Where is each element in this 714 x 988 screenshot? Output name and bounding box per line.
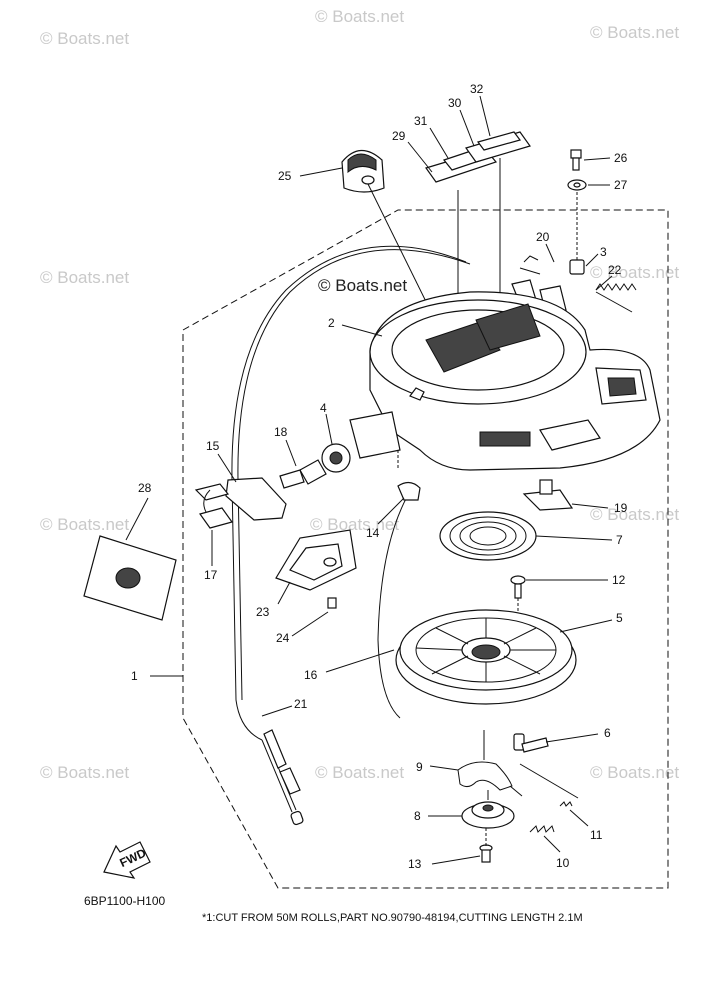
callout-12: 12 bbox=[612, 573, 626, 587]
callout-31: 31 bbox=[414, 114, 428, 128]
part-1-21-starter-cable bbox=[231, 245, 471, 826]
callout-21: 21 bbox=[294, 697, 308, 711]
part-6-pawl bbox=[513, 733, 549, 753]
diagram-code: 6BP1100-H100 bbox=[84, 894, 165, 908]
callout-24: 24 bbox=[276, 631, 290, 645]
leader-lines bbox=[125, 95, 613, 865]
callout-15: 15 bbox=[206, 439, 220, 453]
part-22-spring bbox=[595, 283, 637, 313]
part-10-11-springs bbox=[519, 763, 579, 833]
callout-29: 29 bbox=[392, 129, 406, 143]
callout-26: 26 bbox=[614, 151, 628, 165]
fwd-arrow-icon: FWD bbox=[103, 841, 151, 879]
callout-6: 6 bbox=[604, 726, 611, 740]
watermark: © Boats.net bbox=[590, 763, 679, 782]
callout-11: 11 bbox=[590, 828, 603, 842]
assembly-boundary bbox=[182, 209, 669, 889]
part-4-18-linkage bbox=[279, 411, 401, 489]
callout-9: 9 bbox=[416, 760, 423, 774]
part-28-plate bbox=[83, 535, 177, 621]
watermark: © Boats.net bbox=[40, 29, 129, 48]
watermark: © Boats.net bbox=[310, 515, 399, 534]
decals bbox=[425, 131, 531, 345]
callout-8: 8 bbox=[414, 809, 421, 823]
callout-2: 2 bbox=[328, 316, 335, 330]
callout-27: 27 bbox=[614, 178, 628, 192]
callout-16: 16 bbox=[304, 668, 318, 682]
watermark: © Boats.net bbox=[40, 268, 129, 287]
callout-18: 18 bbox=[274, 425, 288, 439]
callout-7: 7 bbox=[616, 533, 623, 547]
callout-1: 1 bbox=[131, 669, 138, 683]
callout-32: 32 bbox=[470, 82, 484, 96]
part-14-clamp bbox=[397, 481, 421, 501]
callout-3: 3 bbox=[600, 245, 607, 259]
part-13-screw bbox=[479, 828, 493, 863]
callout-17: 17 bbox=[204, 568, 218, 582]
watermark: © Boats.net bbox=[315, 763, 404, 782]
part-2-starter-housing bbox=[369, 291, 661, 471]
callout-25: 25 bbox=[278, 169, 292, 183]
watermark: © Boats.net bbox=[590, 505, 679, 524]
watermark: © Boats.net bbox=[315, 7, 404, 26]
callout-28: 28 bbox=[138, 481, 152, 495]
part-9-drive-plate bbox=[457, 730, 523, 797]
callout-13: 13 bbox=[408, 857, 422, 871]
part-5-sheave-drum bbox=[395, 609, 577, 705]
callout-22: 22 bbox=[608, 263, 622, 277]
watermarks: © Boats.net © Boats.net © Boats.net © Bo… bbox=[40, 7, 679, 782]
callout-10: 10 bbox=[556, 856, 570, 870]
part-15-17-holder bbox=[194, 477, 287, 529]
callout-14: 14 bbox=[366, 526, 380, 540]
callouts: 1 2 3 4 5 6 7 8 9 10 11 12 13 14 15 16 1… bbox=[131, 82, 628, 871]
part-23-24-bracket bbox=[275, 529, 357, 609]
watermark: © Boats.net bbox=[40, 763, 129, 782]
footnote: *1:CUT FROM 50M ROLLS,PART NO.90790-4819… bbox=[202, 912, 583, 924]
watermark: © Boats.net bbox=[590, 263, 679, 282]
watermark: © Boats.net bbox=[590, 23, 679, 42]
callout-4: 4 bbox=[320, 401, 327, 415]
part-26-27-3-fasteners bbox=[567, 149, 587, 275]
part-7-spiral-spring bbox=[439, 511, 537, 561]
callout-30: 30 bbox=[448, 96, 462, 110]
callout-19: 19 bbox=[614, 501, 628, 515]
watermark: © Boats.net bbox=[40, 515, 129, 534]
part-8-spring-holder bbox=[461, 790, 515, 829]
callout-5: 5 bbox=[616, 611, 623, 625]
part-19-cam bbox=[522, 479, 574, 511]
callout-20: 20 bbox=[536, 230, 550, 244]
watermark-center: © Boats.net bbox=[318, 276, 407, 295]
callout-23: 23 bbox=[256, 605, 270, 619]
